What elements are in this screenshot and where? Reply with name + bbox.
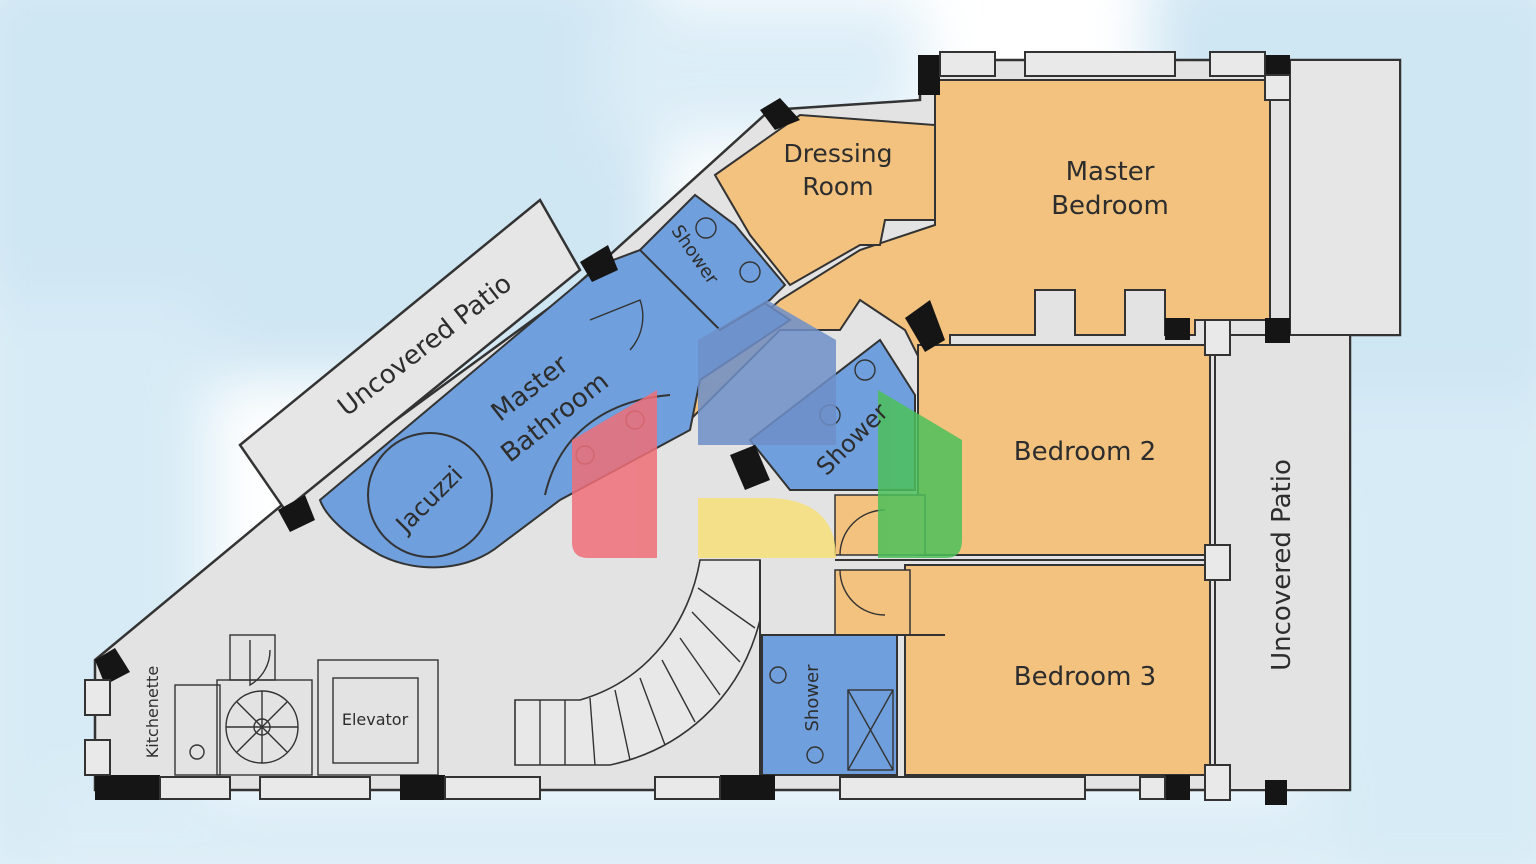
toilet-icon — [695, 217, 717, 239]
uncovered-patio-right-label: Uncovered Patio — [1267, 459, 1297, 671]
elevator-box — [317, 659, 439, 776]
bedroom-2-area — [917, 344, 1211, 556]
master-bedroom-label-line1: Master — [1066, 157, 1155, 187]
dressing-room-label-line2: Room — [802, 172, 873, 201]
bedroom-3-label: Bedroom 3 — [1014, 662, 1156, 692]
kitchenette-label: Kitchenette — [143, 666, 162, 758]
shower-bottom-label: Shower — [802, 664, 823, 732]
dressing-room-label-line1: Dressing — [783, 139, 892, 168]
window-segments — [84, 51, 1291, 801]
bedroom-3-area — [904, 564, 1211, 776]
doors — [249, 299, 886, 687]
wall-columns — [95, 55, 1290, 805]
house-logo-icon — [572, 300, 962, 558]
jacuzzi-tub — [367, 432, 493, 558]
service-area — [174, 634, 439, 776]
bedroom-2-label: Bedroom 2 — [1014, 437, 1156, 467]
dressing-room-area — [713, 113, 936, 287]
master-bedroom-label-line2: Bedroom — [1051, 191, 1169, 221]
toilet-icon-2 — [739, 261, 761, 283]
elevator-label: Elevator — [342, 710, 409, 729]
kitchenette-sink-icon — [189, 744, 205, 760]
shower-bottom-area — [761, 634, 898, 776]
shower-top-area — [638, 193, 787, 332]
uncovered-patio-diag-area — [238, 198, 582, 512]
